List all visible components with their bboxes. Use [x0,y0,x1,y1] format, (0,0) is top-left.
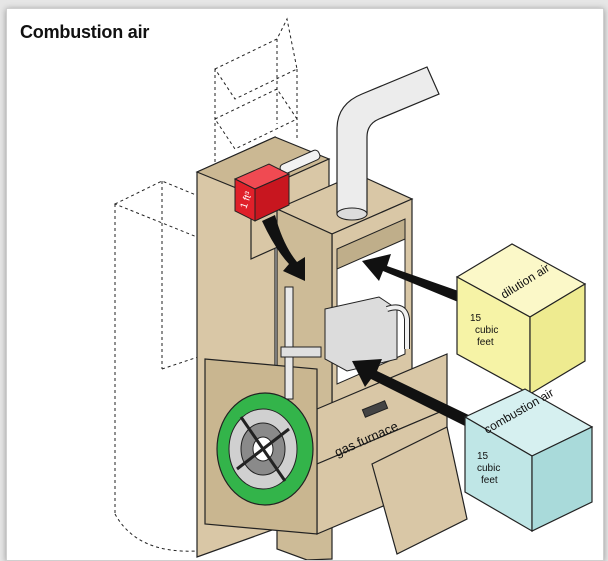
furnace-illustration: 1 ft³ diluti [113,17,594,560]
combustion-arrow [352,359,477,429]
dilution-arrow [362,254,467,304]
combustion-volume: 15 [477,451,489,462]
diagram-frame: Combustion air [6,8,604,561]
combustion-unit-1: cubic [477,463,500,474]
dilution-unit-1: cubic [475,325,498,336]
red-cube: 1 ft³ [233,163,291,222]
dilution-volume: 15 [470,313,482,324]
dilution-air-box: dilution air 15 cubic feet [455,243,587,396]
dashed-supply-plenum [214,17,298,169]
dilution-unit-2: feet [477,337,494,348]
air-down-arrow [262,215,305,281]
gas-line [280,286,410,400]
combustion-unit-2: feet [481,475,498,486]
diagram-title: Combustion air [20,22,150,42]
combustion-air-box: combustion air 15 cubic feet [463,385,594,533]
blower-fan [216,392,314,506]
flue-pipe [336,66,440,221]
